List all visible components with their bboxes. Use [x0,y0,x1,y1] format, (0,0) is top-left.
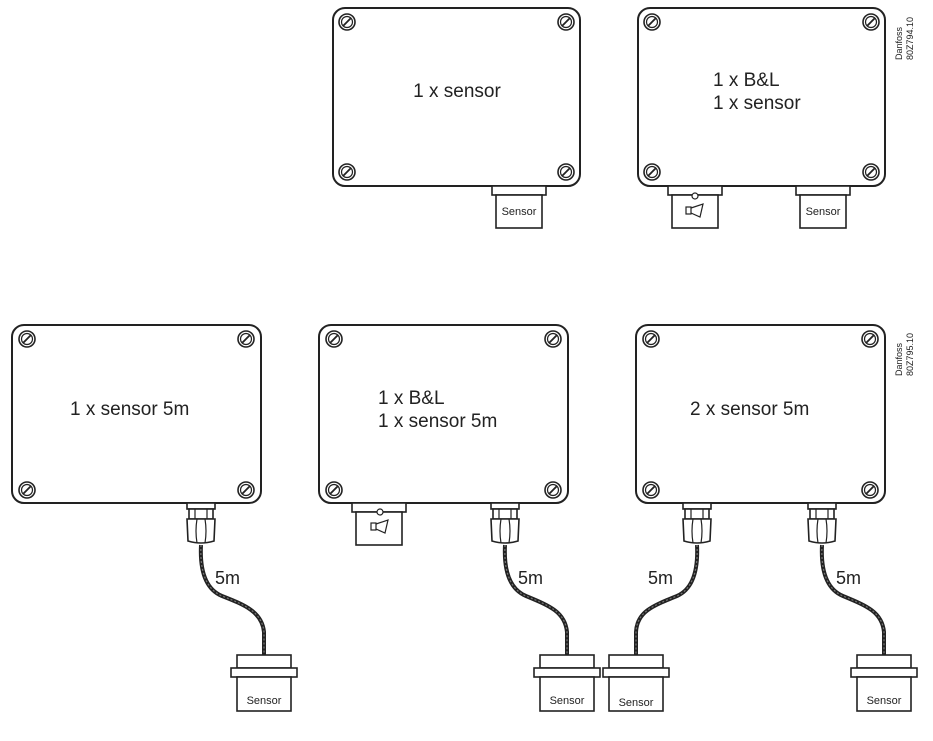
top-diagram: Danfoss 80Z794.10 1 x sensor Sensor 1 x … [332,7,915,229]
box-label-line2: 1 x sensor [713,93,801,114]
cable-length-label: 5m [836,568,861,588]
box-label-line1: 1 x B&L [378,388,445,409]
screw-icon [861,330,879,348]
horn-icon [370,519,389,534]
screw-icon [237,481,255,499]
remote-sensor-label: Sensor [867,695,902,707]
screw-icon [642,481,660,499]
enclosure-box-bl-sensor: 1 x B&L 1 x sensor Sensor [637,7,886,229]
cable-gland [807,502,837,544]
enclosure-box-2-sensor-5m: 2 x sensor 5m [635,324,886,504]
enclosure-box-bl-sensor-5m: 1 x B&L 1 x sensor 5m [318,324,569,546]
screw-icon [861,481,879,499]
cable-gland [186,502,216,544]
enclosure-box-1-sensor-5m: 1 x sensor 5m [11,324,262,504]
reference-line1: Danfoss [894,26,904,60]
horn-icon [685,203,704,218]
screw-icon [557,13,575,31]
remote-sensor-label: Sensor [550,695,585,707]
remote-sensor: Sensor [850,654,918,712]
enclosure-box-1-sensor: 1 x sensor Sensor [332,7,581,229]
screw-icon [544,481,562,499]
cable-length-label: 5m [518,568,543,588]
reference-line1: Danfoss [894,342,904,376]
screw-icon [643,13,661,31]
screw-icon [237,330,255,348]
reference-line2: 80Z795.10 [905,333,915,376]
remote-sensor: Sensor [533,654,601,712]
screw-icon [557,163,575,181]
screw-icon [643,163,661,181]
screw-icon [18,481,36,499]
remote-sensor: Sensor [230,654,298,712]
screw-icon [338,13,356,31]
screw-icon [325,481,343,499]
screw-icon [325,330,343,348]
box-label-line2: 1 x sensor 5m [378,411,497,432]
remote-sensor-label: Sensor [619,697,654,709]
cable-length-label: 5m [648,568,673,588]
box-label: 1 x sensor [413,81,501,102]
bottom-diagram: Danfoss 80Z795.10 1 x sensor 5m 5m Senso… [11,324,918,712]
screw-icon [862,163,880,181]
sensor-connector-label: Sensor [806,206,841,218]
box-label-line1: 1 x B&L [713,70,780,91]
screw-icon [18,330,36,348]
cable-gland [490,502,520,544]
screw-icon [338,163,356,181]
screw-icon [862,13,880,31]
reference-line2: 80Z794.10 [905,17,915,60]
box-label: 2 x sensor 5m [690,399,809,420]
cable-length-label: 5m [215,568,240,588]
sensor-connector: Sensor [795,185,851,229]
remote-sensor-label: Sensor [247,695,282,707]
box-label: 1 x sensor 5m [70,399,189,420]
bl-connector [667,185,723,229]
remote-sensor: Sensor [602,654,670,712]
bl-connector [351,502,407,546]
sensor-connector-label: Sensor [502,206,537,218]
sensor-connector: Sensor [491,185,547,229]
cable-gland [682,502,712,544]
screw-icon [544,330,562,348]
screw-icon [642,330,660,348]
